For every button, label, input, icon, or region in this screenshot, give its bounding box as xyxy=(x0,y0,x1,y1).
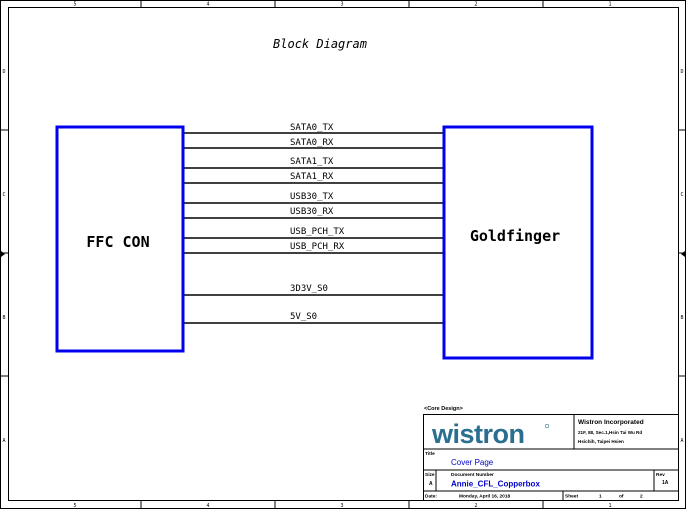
right-center-arrow xyxy=(681,251,685,257)
rev-label: Rev xyxy=(656,472,665,478)
signal-label-sata0-tx: SATA0_TX xyxy=(290,123,334,133)
row-label-left-3: B xyxy=(2,315,5,321)
signal-label-5v-s0: 5V_S0 xyxy=(290,312,317,322)
signal-label-3d3v-s0: 3D3V_S0 xyxy=(290,284,328,294)
col-label-top-3: 3 xyxy=(340,2,343,8)
row-label-right-2: C xyxy=(680,192,683,198)
row-label-left-1: D xyxy=(2,69,5,75)
sheet-label: Sheet xyxy=(565,494,578,500)
col-label-top-1: 5 xyxy=(73,2,76,8)
goldfinger-label: Goldfinger xyxy=(470,227,560,245)
diagram-title: Block Diagram xyxy=(273,37,367,51)
wistron-logo-dot xyxy=(544,423,550,429)
signal-label-sata0-rx: SATA0_RX xyxy=(290,138,334,148)
sheet-number: 1 xyxy=(599,494,602,500)
company-address-2: Hsichih, Taipei Hsien xyxy=(578,439,624,444)
rev-value: 1A xyxy=(662,480,669,486)
sheet-total: 2 xyxy=(640,494,643,500)
company-address-1: 21F, 88, Sec.1,Hsin Tai Wu Rd xyxy=(578,430,642,435)
row-label-left-4: A xyxy=(2,438,5,444)
date-value: Monday, April 16, 2018 xyxy=(459,494,511,500)
document-number-label: Document Number xyxy=(451,472,494,478)
col-label-top-4: 2 xyxy=(474,2,477,8)
col-label-bottom-4: 2 xyxy=(474,503,477,509)
row-label-left-2: C xyxy=(2,192,5,198)
date-label: Date: xyxy=(425,494,437,500)
signal-label-sata1-tx: SATA1_TX xyxy=(290,157,334,167)
col-label-bottom-1: 5 xyxy=(73,503,76,509)
left-center-arrow xyxy=(1,251,5,257)
row-label-right-4: A xyxy=(680,438,683,444)
col-label-top-2: 4 xyxy=(206,2,209,8)
signal-label-usb30-tx: USB30_TX xyxy=(290,192,334,202)
signal-label-usb-pch-rx: USB_PCH_RX xyxy=(290,242,345,252)
col-label-bottom-3: 3 xyxy=(340,503,343,509)
signal-label-usb-pch-tx: USB_PCH_TX xyxy=(290,227,345,237)
row-label-right-3: B xyxy=(680,315,683,321)
inner-border xyxy=(8,7,679,501)
wistron-logo: wistron xyxy=(431,419,525,449)
sheet-of-label: of xyxy=(619,494,624,500)
title-value: Cover Page xyxy=(451,458,494,467)
ffc-con-block xyxy=(55,125,185,353)
ffc-con-label: FFC CON xyxy=(86,233,149,251)
size-value: A xyxy=(429,481,433,487)
size-label: Size xyxy=(425,472,435,478)
core-design-label: <Core Design> xyxy=(424,406,463,412)
row-label-right-1: D xyxy=(680,69,683,75)
title-label: Title xyxy=(425,451,435,457)
company-name: Wistron Incorporated xyxy=(578,419,644,426)
col-label-top-5: 1 xyxy=(608,2,611,8)
signal-label-usb30-rx: USB30_RX xyxy=(290,207,334,217)
document-number-value: Annie_CFL_Copperbox xyxy=(451,480,540,489)
signal-lines xyxy=(184,132,444,324)
col-label-bottom-5: 1 xyxy=(608,503,611,509)
signal-label-sata1-rx: SATA1_RX xyxy=(290,172,334,182)
goldfinger-block xyxy=(442,125,594,360)
col-label-bottom-2: 4 xyxy=(206,503,209,509)
title-block: <Core Design> wistron Wistron Incorporat… xyxy=(423,406,679,501)
